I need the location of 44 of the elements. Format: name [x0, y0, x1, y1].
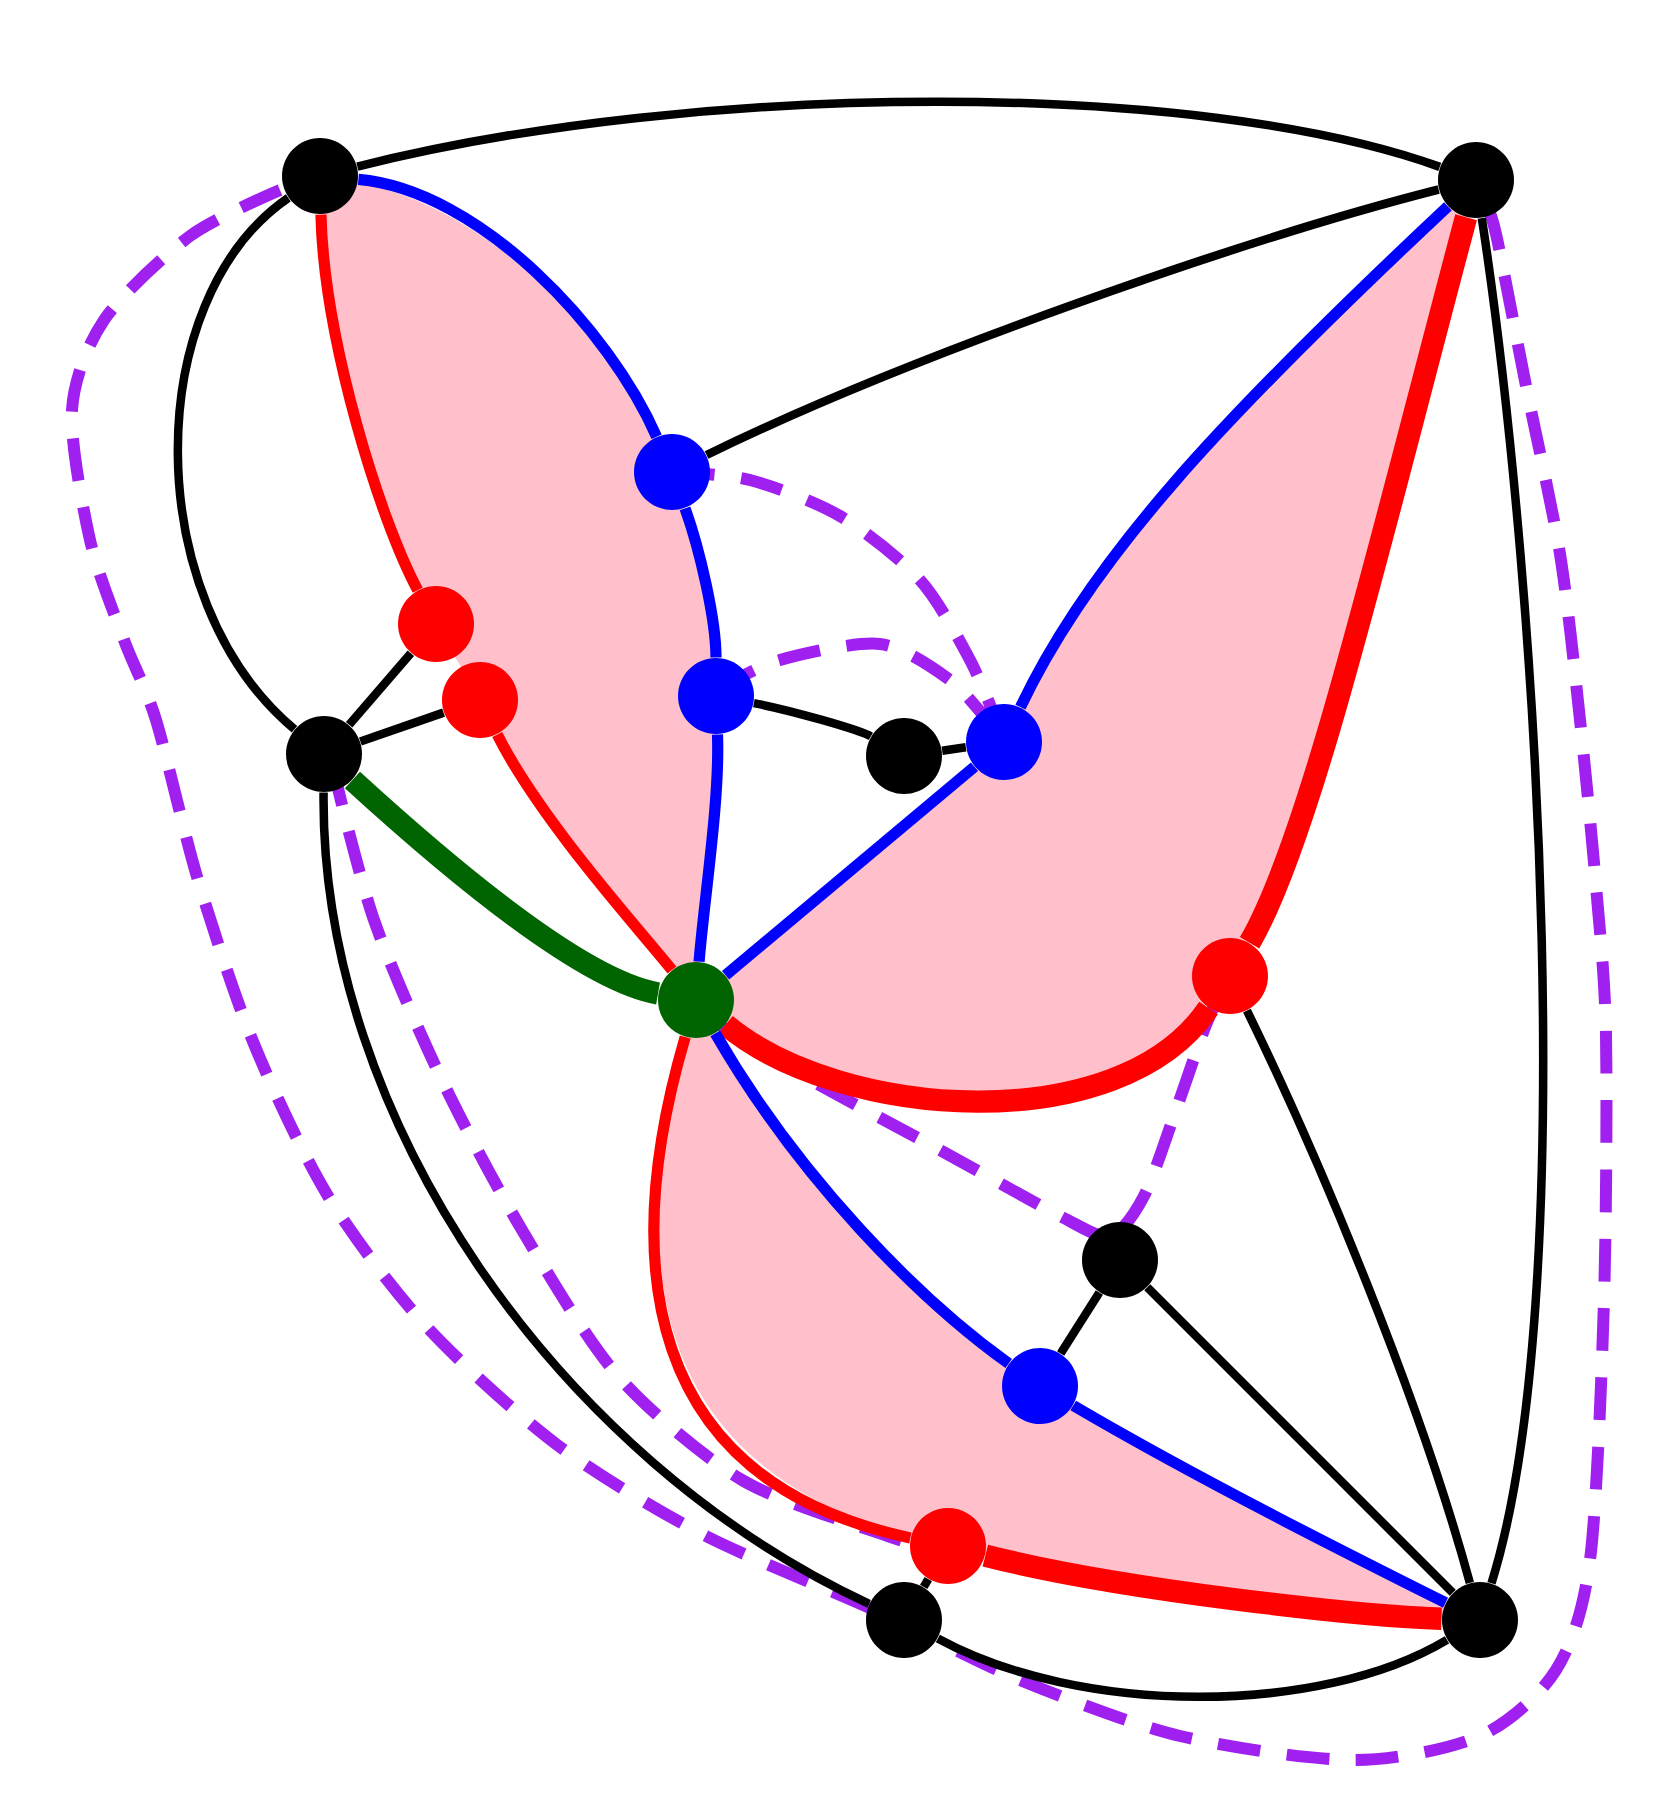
edge-line — [359, 708, 445, 746]
edge-line — [936, 1634, 1449, 1701]
edge-line — [721, 762, 979, 980]
vertex-dot — [678, 658, 754, 734]
edge-line — [941, 743, 967, 755]
vertex-dot — [866, 718, 942, 794]
edge-line — [344, 771, 661, 1005]
edge-line — [1057, 1290, 1103, 1356]
vertex-dot — [282, 138, 358, 214]
edge-line — [1144, 1284, 1456, 1596]
vertex-dot — [634, 434, 710, 510]
vertex-dot — [966, 704, 1042, 780]
vertex-dot — [910, 1508, 986, 1584]
edge-line — [345, 650, 415, 728]
edge-line — [704, 185, 1440, 459]
vertex-dot — [1442, 1582, 1518, 1658]
edge-line — [679, 506, 722, 658]
edge-line — [319, 792, 872, 1608]
vertex-dot — [866, 1582, 942, 1658]
vertex-dot — [398, 586, 474, 662]
vertex-dot — [1002, 1348, 1078, 1424]
vertex-dot — [442, 662, 518, 738]
edge-line — [1015, 202, 1452, 710]
edge-line — [356, 97, 1442, 171]
edge-line — [920, 1576, 932, 1590]
edge-line — [1239, 214, 1477, 948]
edge-line — [982, 1544, 1443, 1630]
edge-line — [1243, 1008, 1474, 1584]
vertex-dot — [1082, 1222, 1158, 1298]
edge-line — [315, 214, 423, 593]
edge-line — [693, 734, 724, 963]
edge-line — [753, 699, 873, 741]
vertex-dot — [1192, 938, 1268, 1014]
edge-line — [1070, 1400, 1449, 1608]
vertex-dot — [286, 716, 362, 792]
edge-line — [648, 1035, 912, 1544]
edge-line — [492, 731, 677, 974]
vertex-dot — [658, 962, 734, 1038]
edge-line — [719, 1000, 1217, 1113]
edge-line — [710, 1030, 1013, 1369]
edge-line — [357, 173, 662, 440]
edge-line — [1477, 217, 1548, 1585]
edge-line — [173, 194, 298, 733]
vertex-dot — [1438, 142, 1514, 218]
